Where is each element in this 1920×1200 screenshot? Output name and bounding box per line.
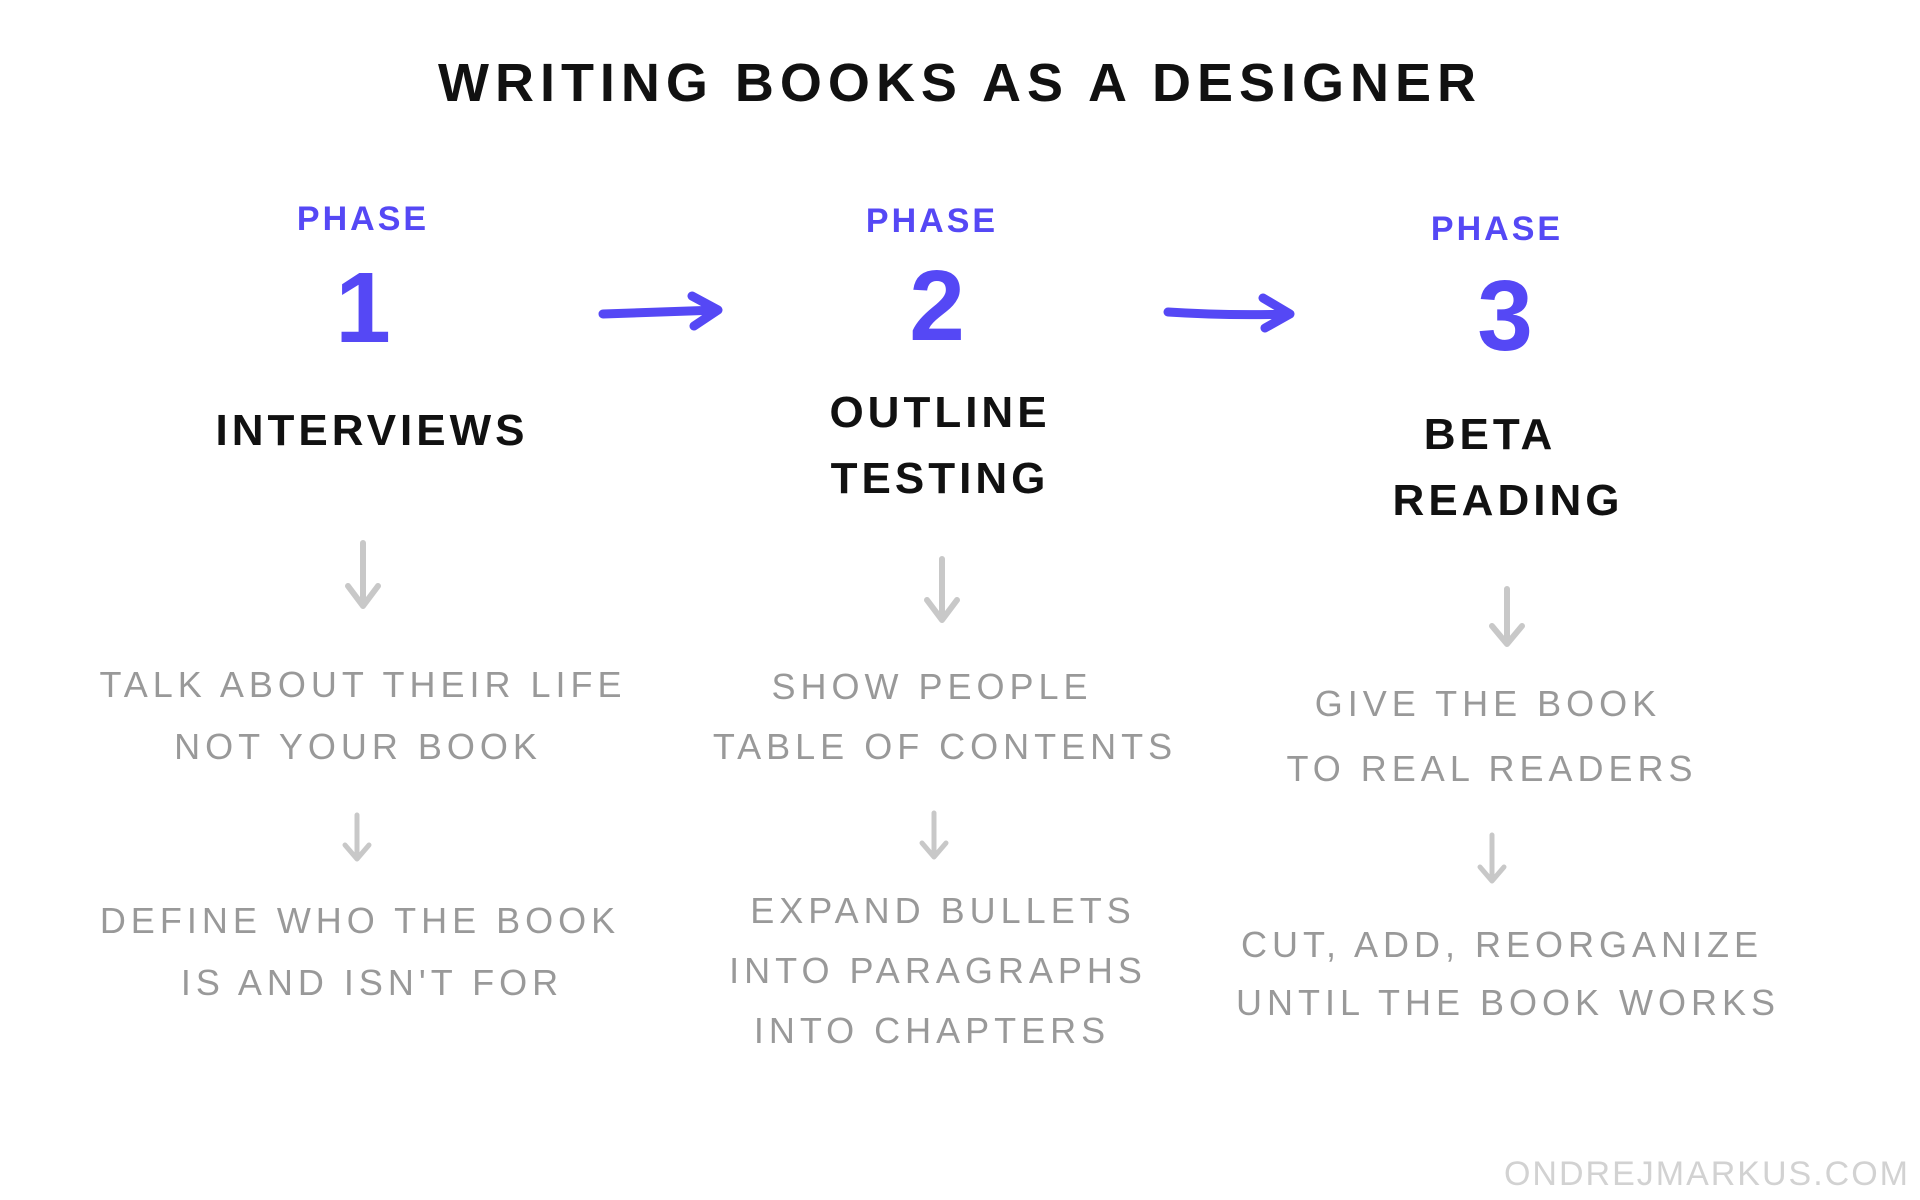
phase-3-step2-line1: Cut, add, reorganize <box>1240 924 1764 965</box>
arrow-right-icon <box>598 291 723 331</box>
diagram-title: Writing books as a designer <box>437 53 1483 113</box>
phase-2-number: 2 <box>909 250 965 362</box>
phase-2-step1-line2: table of contents <box>712 726 1178 767</box>
phase-2-step2-line3: into chapters <box>753 1010 1111 1051</box>
arrow-right-icon <box>1163 293 1295 333</box>
phase-1-label: Phase <box>296 200 430 238</box>
phase-3-step1-line1: Give the book <box>1314 683 1662 724</box>
arrow-down-icon <box>342 812 372 862</box>
arrow-down-icon <box>1489 586 1525 647</box>
phase-3-number: 3 <box>1477 260 1533 372</box>
arrow-down-icon <box>345 540 381 609</box>
arrow-down-icon <box>924 556 960 623</box>
phase-2-name-line2: testing <box>830 454 1050 503</box>
phase-2-step2-line1: Expand bullets <box>750 890 1136 931</box>
arrow-down-icon <box>919 810 949 860</box>
phase-3-step1-line2: to real readers <box>1286 748 1698 789</box>
phase-1-step1-line2: not your book <box>174 726 542 767</box>
credit-watermark: ondrejmarkus.com <box>1503 1155 1910 1193</box>
phase-3-name-line2: reading <box>1392 476 1624 525</box>
phase-2-step1-line1: Show people <box>771 666 1093 707</box>
phase-3-label: Phase <box>1430 210 1564 248</box>
phase-2-step2-line2: into paragraphs <box>729 950 1147 991</box>
phase-3-step2-line2: until the book works <box>1235 982 1781 1023</box>
phase-2-label: Phase <box>865 202 999 240</box>
phase-3-name-line1: Beta <box>1423 410 1557 459</box>
phase-1-step2-line1: Define who the book <box>99 900 621 941</box>
phase-1-step1-line1: Talk about their life <box>99 664 627 705</box>
phase-2-name-line1: Outline <box>829 388 1051 437</box>
arrow-down-icon <box>1477 832 1507 884</box>
phase-1-step2-line2: is and isn't for <box>180 962 564 1003</box>
phase-1-name: Interviews <box>215 406 529 455</box>
phase-1-number: 1 <box>335 252 391 364</box>
